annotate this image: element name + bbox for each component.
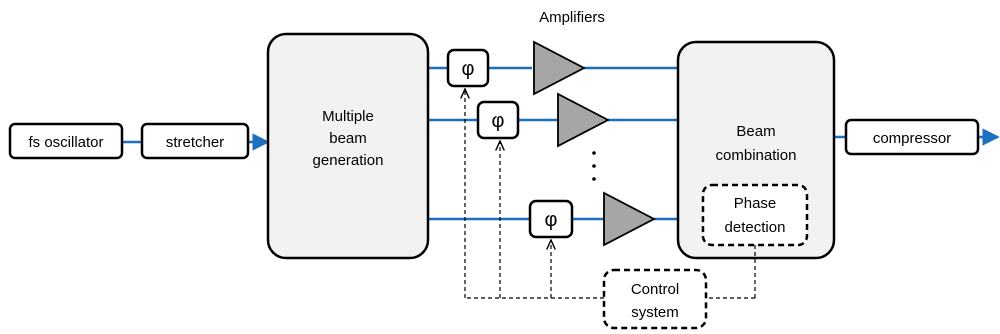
beam-generation-label-line1: Multiple bbox=[322, 108, 374, 125]
phase-modulator-2: φ bbox=[476, 100, 520, 140]
amplifier-2 bbox=[557, 92, 610, 148]
beam-combination-label-line1: Beam bbox=[736, 123, 775, 140]
amplifiers-title: Amplifiers bbox=[539, 9, 605, 26]
control-system-block: Control system bbox=[602, 268, 708, 330]
fs-oscillator-label: fs oscillator bbox=[28, 134, 103, 151]
fs-oscillator-block: fs oscillator bbox=[8, 122, 124, 160]
phase-symbol-2: φ bbox=[492, 110, 505, 132]
amplifier-1 bbox=[533, 40, 586, 96]
compressor-label: compressor bbox=[873, 130, 951, 147]
beam-generation-block: Multiple beam generation bbox=[266, 32, 430, 260]
compressor-block: compressor bbox=[844, 118, 980, 156]
amplifier-3 bbox=[603, 191, 656, 247]
control-feedback-lines bbox=[465, 89, 756, 299]
phase-detection-block: Phase detection bbox=[701, 183, 809, 247]
control-system-label-line2: system bbox=[631, 304, 679, 321]
beam-paths bbox=[122, 66, 1000, 221]
phase-detection-label-line2: detection bbox=[725, 219, 786, 236]
phase-modulator-1: φ bbox=[446, 48, 490, 88]
stretcher-block: stretcher bbox=[140, 122, 250, 160]
stretcher-label: stretcher bbox=[166, 134, 224, 151]
phase-detection-label-line1: Phase bbox=[734, 195, 777, 212]
phase-modulator-3: φ bbox=[528, 199, 574, 239]
control-system-label-line1: Control bbox=[631, 281, 679, 298]
beam-generation-label-line3: generation bbox=[313, 152, 384, 169]
phase-symbol-1: φ bbox=[462, 58, 475, 80]
phase-symbol-3: φ bbox=[545, 209, 558, 231]
beam-combination-label-line2: combination bbox=[716, 147, 797, 164]
beam-generation-label-line2: beam bbox=[329, 130, 367, 147]
more-channels-ellipsis bbox=[592, 151, 596, 181]
